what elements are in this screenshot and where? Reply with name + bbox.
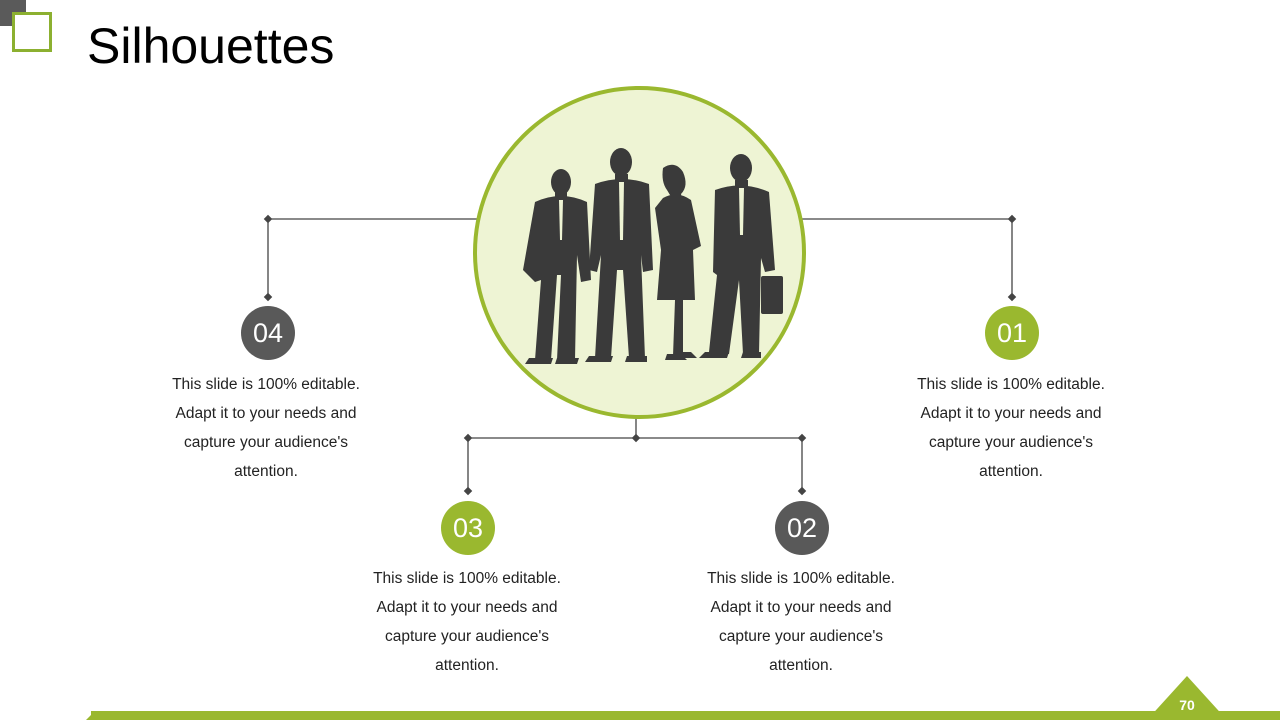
- item-01-text: This slide is 100% editable. Adapt it to…: [917, 376, 1105, 480]
- corner-accent-square: [12, 12, 52, 52]
- page-number-triangle: [1147, 676, 1227, 720]
- item-02-badge: 02: [775, 501, 829, 555]
- page-number: 70: [1179, 697, 1195, 713]
- item-03-text: This slide is 100% editable. Adapt it to…: [373, 570, 561, 674]
- business-people-silhouette-icon: [523, 148, 783, 364]
- item-04-text: This slide is 100% editable. Adapt it to…: [172, 376, 360, 480]
- center-circle: [473, 86, 806, 419]
- item-01-badge: 01: [985, 306, 1039, 360]
- item-03-badge: 03: [441, 501, 495, 555]
- footer-bar-edge: [86, 711, 95, 720]
- item-02-text: This slide is 100% editable. Adapt it to…: [707, 570, 895, 674]
- slide-title: Silhouettes: [87, 18, 335, 74]
- footer-bar: [91, 711, 1280, 720]
- item-04-badge: 04: [241, 306, 295, 360]
